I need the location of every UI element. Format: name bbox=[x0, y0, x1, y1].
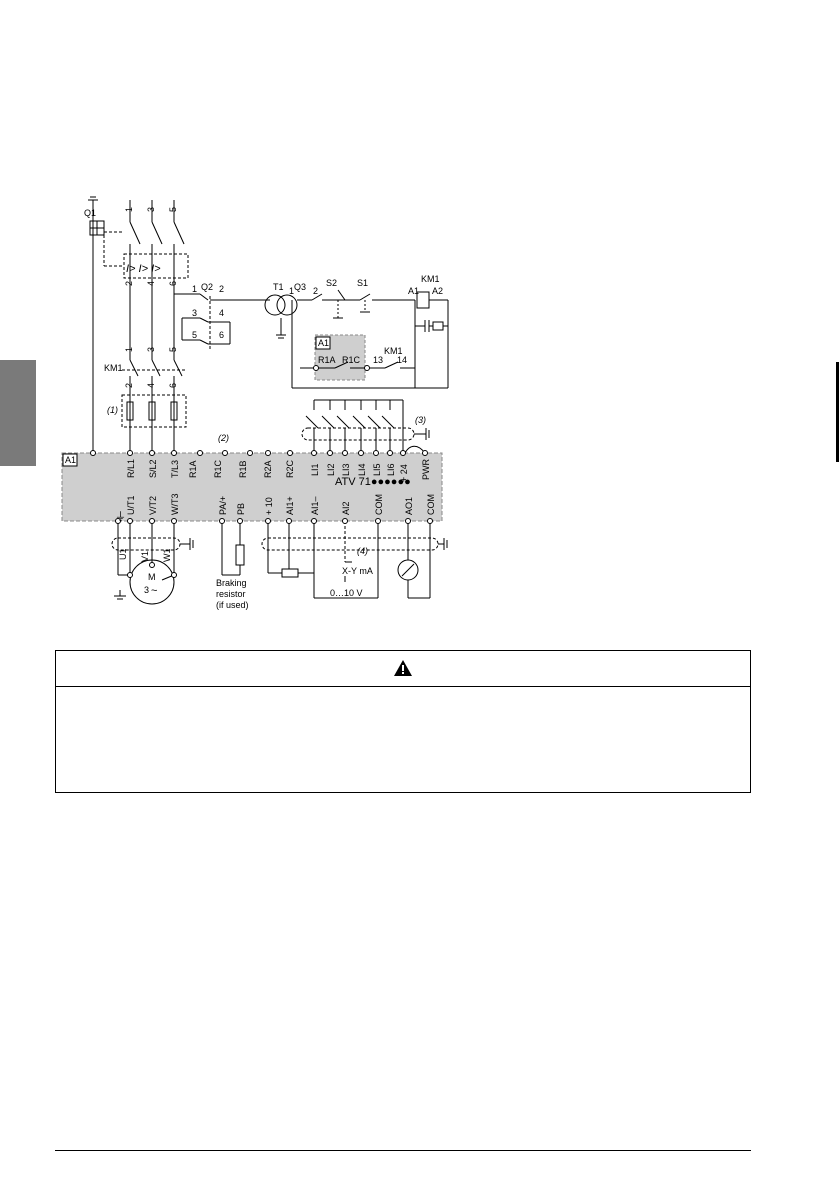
q2-3-label: 3 bbox=[192, 308, 197, 318]
t1-label: T1 bbox=[273, 282, 284, 292]
terminal-r1b: R1B bbox=[238, 460, 248, 478]
r1c-relay-label: R1C bbox=[342, 355, 361, 365]
km-3-label: 3 bbox=[146, 347, 156, 352]
breaker-6-label: 6 bbox=[168, 281, 178, 286]
terminal-com-1: COM bbox=[374, 494, 384, 515]
q2-1-label: 1 bbox=[192, 284, 197, 294]
breaker-2-label: 2 bbox=[124, 281, 134, 286]
terminal-plus-10: + 10 bbox=[264, 497, 274, 515]
coil-a2-label: A2 bbox=[432, 286, 443, 296]
note-2-label: (2) bbox=[218, 433, 229, 443]
terminal-ao1: AO1 bbox=[404, 497, 414, 515]
q2-6-label: 6 bbox=[219, 330, 224, 340]
warning-header bbox=[56, 651, 750, 687]
motor-w1-label: W1 bbox=[162, 549, 172, 563]
note-4-label: (4) bbox=[357, 546, 368, 556]
terminal-li4: LI4 bbox=[357, 463, 367, 476]
drive-model-label: ATV 71●●●●●● bbox=[335, 476, 411, 488]
terminal-li6: LI6 bbox=[386, 463, 396, 476]
motor-v1-label: V1 bbox=[140, 551, 150, 562]
braking-label-3: (if used) bbox=[216, 600, 249, 610]
q3-2-label: 2 bbox=[313, 286, 318, 296]
page-edge-mark bbox=[836, 362, 839, 462]
relay-a1-label: A1 bbox=[318, 338, 329, 348]
motor-u1-label: U1 bbox=[118, 548, 128, 560]
terminal-s-l2: S/L2 bbox=[148, 459, 158, 478]
aux-13-label: 13 bbox=[373, 355, 383, 365]
terminal-pwr: PWR bbox=[421, 459, 431, 480]
coil-a1-label: A1 bbox=[408, 286, 419, 296]
terminal-r2a: R2A bbox=[263, 460, 273, 478]
q1-label: Q1 bbox=[84, 208, 96, 218]
q2-5-label: 5 bbox=[192, 330, 197, 340]
terminal-com-2: COM bbox=[426, 494, 436, 515]
motor-m-label: M bbox=[148, 572, 156, 582]
xy-ma-label: X-Y mA bbox=[342, 566, 373, 576]
terminal-ai1-minus: AI1– bbox=[310, 496, 320, 515]
note-1-label: (1) bbox=[107, 405, 118, 415]
q2-label: Q2 bbox=[201, 282, 213, 292]
phase-3-label: 3 bbox=[146, 207, 156, 212]
km-1-label: 1 bbox=[124, 347, 134, 352]
warning-triangle-icon bbox=[394, 660, 412, 676]
motor-phase-label: 3 bbox=[144, 585, 149, 595]
km-6-label: 6 bbox=[168, 383, 178, 388]
terminal-li1: LI1 bbox=[310, 463, 320, 476]
terminal-v-t2: V/T2 bbox=[148, 496, 158, 515]
terminal-ai1-plus: AI1+ bbox=[285, 496, 295, 515]
km1-aux-label: KM1 bbox=[384, 346, 403, 356]
warning-box bbox=[55, 650, 751, 793]
note-3-label: (3) bbox=[415, 415, 426, 425]
terminal-ai2: AI2 bbox=[341, 501, 351, 515]
terminal-r1c: R1C bbox=[213, 459, 223, 478]
wiring-diagram: Q1 1 3 5 2 4 6 I> I> I> Q2 1 2 3 4 5 6 T… bbox=[61, 196, 449, 610]
drive-a1-label: A1 bbox=[65, 455, 76, 465]
breaker-4-label: 4 bbox=[146, 281, 156, 286]
terminal-w-t3: W/T3 bbox=[170, 494, 180, 516]
terminal-u-t1: U/T1 bbox=[126, 495, 136, 515]
q2-4-label: 4 bbox=[219, 308, 224, 318]
braking-label-2: resistor bbox=[216, 589, 246, 599]
km-2-label: 2 bbox=[124, 383, 134, 388]
phase-5-label: 5 bbox=[168, 207, 178, 212]
q2-2-label: 2 bbox=[219, 284, 224, 294]
terminal-pb: PB bbox=[236, 503, 246, 515]
q3-1-label: 1 bbox=[289, 286, 294, 296]
terminal-li3: LI3 bbox=[341, 463, 351, 476]
terminal-r2c: R2C bbox=[285, 459, 295, 478]
km-5-label: 5 bbox=[168, 347, 178, 352]
terminal-r1a: R1A bbox=[188, 460, 198, 478]
footer-rule bbox=[55, 1150, 751, 1151]
ac-symbol: ~ bbox=[151, 585, 157, 597]
drive-earth-symbol: ⏚ bbox=[115, 510, 126, 523]
terminal-r-l1: R/L1 bbox=[126, 459, 136, 478]
q3-label: Q3 bbox=[294, 282, 306, 292]
terminal-pa-plus: PA/+ bbox=[218, 496, 228, 515]
km-4-label: 4 bbox=[146, 383, 156, 388]
km1-coil-label: KM1 bbox=[421, 274, 440, 284]
km1-main-label: KM1 bbox=[104, 363, 123, 373]
phase-1-label: 1 bbox=[124, 207, 134, 212]
s1-label: S1 bbox=[357, 278, 368, 288]
terminal-t-l3: T/L3 bbox=[170, 460, 180, 478]
range-label: 0…10 V bbox=[330, 588, 363, 598]
section-tab-marker bbox=[0, 360, 36, 466]
terminal-li2: LI2 bbox=[326, 463, 336, 476]
trip-units-label: I> I> I> bbox=[126, 263, 161, 275]
aux-14-label: 14 bbox=[397, 355, 407, 365]
r1a-relay-label: R1A bbox=[318, 355, 336, 365]
terminal-li5: LI5 bbox=[372, 463, 382, 476]
terminal-plus-24: + 24 bbox=[399, 464, 409, 482]
s2-label: S2 bbox=[326, 278, 337, 288]
braking-label-1: Braking bbox=[216, 578, 247, 588]
